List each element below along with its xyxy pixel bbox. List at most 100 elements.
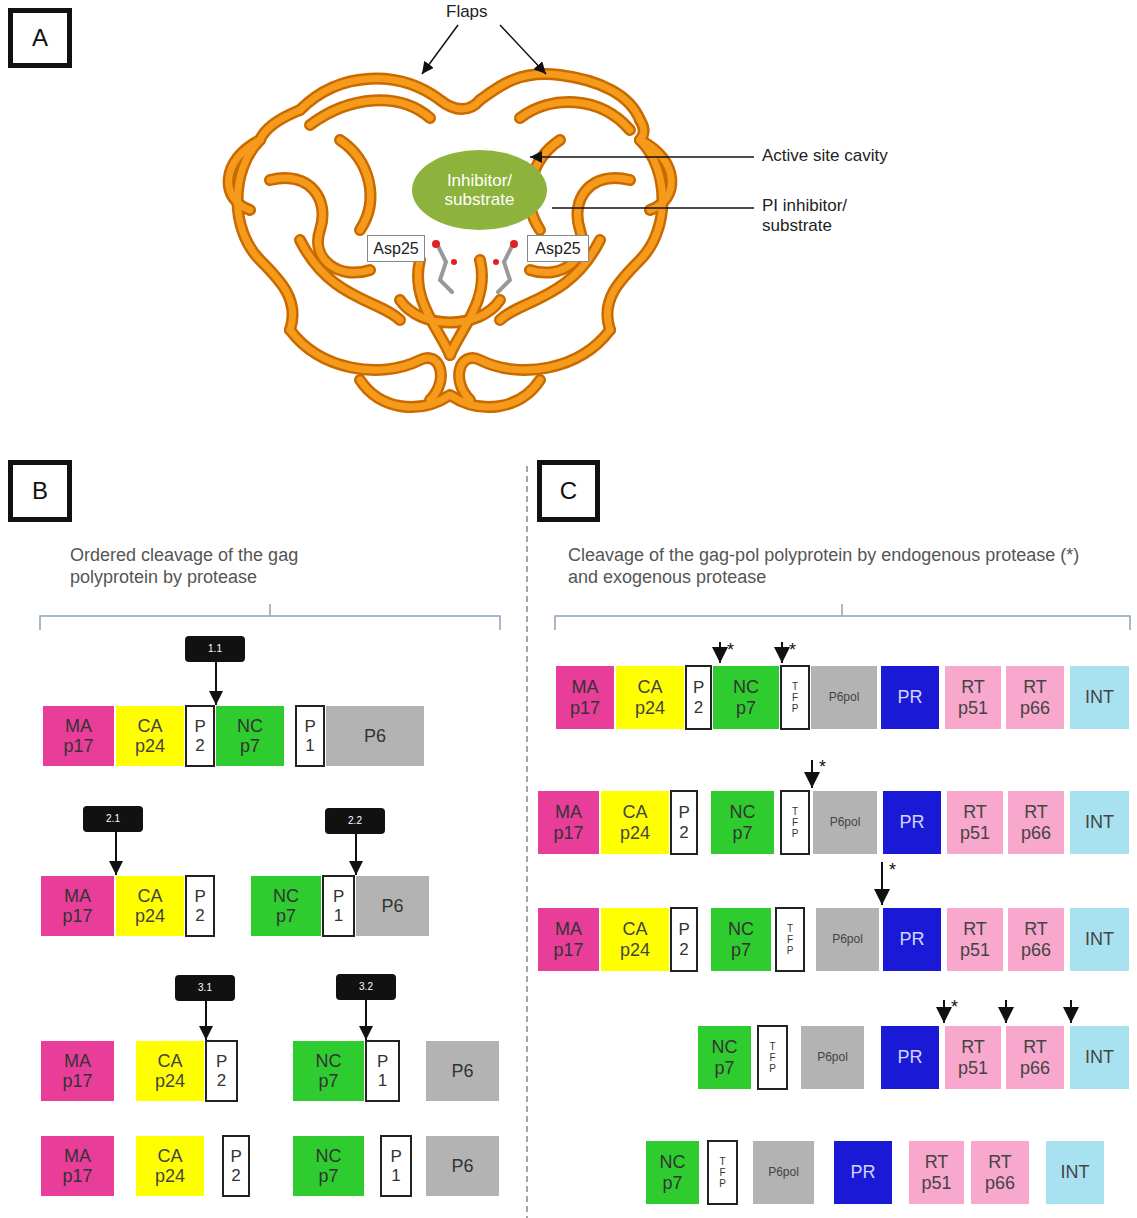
spacer-segment: P 2 xyxy=(670,790,698,855)
integrase-segment: INT xyxy=(1069,790,1130,855)
panel-letter: C xyxy=(537,460,600,522)
cleavage-arrow xyxy=(205,1001,207,1040)
nucleocapsid-segment: NC p7 xyxy=(250,875,322,937)
node-text: Asp25 xyxy=(373,240,418,258)
node-text: RT p51 xyxy=(921,1152,951,1192)
tfp-segment: T F P xyxy=(757,1025,788,1090)
rt-segment: RT p51 xyxy=(908,1140,965,1205)
matrix-segment: MA p17 xyxy=(537,790,600,855)
spacer-segment: P 2 xyxy=(185,705,215,767)
node-text: Asp25 xyxy=(535,240,580,258)
p6pol-segment: P6pol xyxy=(815,907,880,972)
node-text: MA p17 xyxy=(553,802,583,842)
node-text: P6 xyxy=(381,896,403,916)
node-text: NC p7 xyxy=(733,677,759,717)
panel-title: Ordered cleavage of the gag polyprotein … xyxy=(70,545,370,588)
node-text: CA p24 xyxy=(155,1146,185,1186)
capsid-segment: CA p24 xyxy=(115,875,185,937)
node-text: NC p7 xyxy=(730,802,756,842)
p6-segment: P6 xyxy=(425,1040,500,1102)
protease-segment: PR xyxy=(880,1025,940,1090)
integrase-segment: INT xyxy=(1069,1025,1130,1090)
node-text: MA p17 xyxy=(62,1146,92,1186)
tfp-segment: T F P xyxy=(775,907,805,972)
node-text: P6pol xyxy=(832,933,863,946)
node-text: P 2 xyxy=(230,1147,241,1185)
capsid-segment: CA p24 xyxy=(600,790,670,855)
node-text: 2.1 xyxy=(106,813,120,824)
capsid-segment: CA p24 xyxy=(600,907,670,972)
nucleocapsid-segment: NC p7 xyxy=(292,1040,365,1102)
node-text: RT p66 xyxy=(1020,1037,1050,1077)
spacer-segment: P 1 xyxy=(365,1040,400,1102)
inhibitor-ellipse: Inhibitor/ substrate xyxy=(412,150,547,230)
endogenous-mark: * xyxy=(727,640,741,662)
node-text: A xyxy=(32,25,48,52)
nucleocapsid-segment: NC p7 xyxy=(710,907,772,972)
node-text: PR xyxy=(897,687,922,707)
node-text: B xyxy=(32,478,48,505)
rt-segment: RT p51 xyxy=(944,1025,1002,1090)
matrix-segment: MA p17 xyxy=(537,907,600,972)
node-text: MA p17 xyxy=(62,1051,92,1091)
node-text: RT p66 xyxy=(1021,802,1051,842)
node-text: CA p24 xyxy=(155,1051,185,1091)
matrix-segment: MA p17 xyxy=(40,875,115,937)
matrix-segment: MA p17 xyxy=(42,705,115,767)
node-text: PR xyxy=(897,1047,922,1067)
p6pol-segment: P6pol xyxy=(810,665,878,730)
endogenous-mark: * xyxy=(889,860,903,882)
node-text: NC p7 xyxy=(316,1146,342,1186)
node-text: MA p17 xyxy=(63,716,93,756)
p6pol-segment: P6pol xyxy=(752,1140,815,1205)
node-text: INT xyxy=(1085,687,1114,707)
nucleocapsid-segment: NC p7 xyxy=(710,790,775,855)
node-text: RT p66 xyxy=(1021,919,1051,959)
rt-segment: RT p51 xyxy=(944,665,1002,730)
node-text: INT xyxy=(1085,1047,1114,1067)
rt-segment: RT p51 xyxy=(946,907,1004,972)
spacer-segment: P 1 xyxy=(380,1135,412,1197)
node-text: P 1 xyxy=(390,1147,401,1185)
structure-label: PI inhibitor/ substrate xyxy=(762,196,882,237)
node-text: CA p24 xyxy=(135,716,165,756)
node-text: RT p51 xyxy=(960,802,990,842)
node-text: NC p7 xyxy=(316,1051,342,1091)
node-text: P 2 xyxy=(194,717,205,755)
brackets xyxy=(40,604,1130,630)
node-text: 2.2 xyxy=(348,815,362,826)
p6-segment: P6 xyxy=(325,705,425,767)
spacer-segment: P 2 xyxy=(670,907,698,972)
node-text: PR xyxy=(850,1162,875,1182)
panel-letter: A xyxy=(8,8,72,68)
cleavage-arrow xyxy=(215,662,217,705)
protease-segment: PR xyxy=(833,1140,893,1205)
panel-divider xyxy=(526,466,528,1218)
callout-number: 2.2 xyxy=(325,808,385,834)
protease-segment: PR xyxy=(880,665,940,730)
node-text: MA p17 xyxy=(570,677,600,717)
node-text: P 2 xyxy=(194,887,205,925)
capsid-segment: CA p24 xyxy=(135,1040,205,1102)
p6pol-segment: P6pol xyxy=(812,790,878,855)
node-text: T F P xyxy=(719,1156,726,1190)
spacer-segment: P 1 xyxy=(322,875,355,937)
rt-segment: RT p66 xyxy=(1005,665,1065,730)
spacer-segment: P 2 xyxy=(685,665,712,730)
protease-ribbon xyxy=(229,74,672,407)
node-text: P 1 xyxy=(377,1052,388,1090)
node-text: P 1 xyxy=(304,717,315,755)
spacer-segment: P 1 xyxy=(295,705,325,767)
nucleocapsid-segment: NC p7 xyxy=(712,665,780,730)
cleavage-arrow xyxy=(355,834,357,875)
callout-number: 3.2 xyxy=(336,974,396,1000)
residue-label: Asp25 xyxy=(527,235,589,262)
node-text: RT p51 xyxy=(960,919,990,959)
node-text: P6 xyxy=(451,1156,473,1176)
panel-letter: B xyxy=(8,460,72,522)
matrix-segment: MA p17 xyxy=(555,665,615,730)
matrix-segment: MA p17 xyxy=(40,1135,115,1197)
node-text: RT p51 xyxy=(958,677,988,717)
node-text: RT p66 xyxy=(985,1152,1015,1192)
node-text: CA p24 xyxy=(635,677,665,717)
